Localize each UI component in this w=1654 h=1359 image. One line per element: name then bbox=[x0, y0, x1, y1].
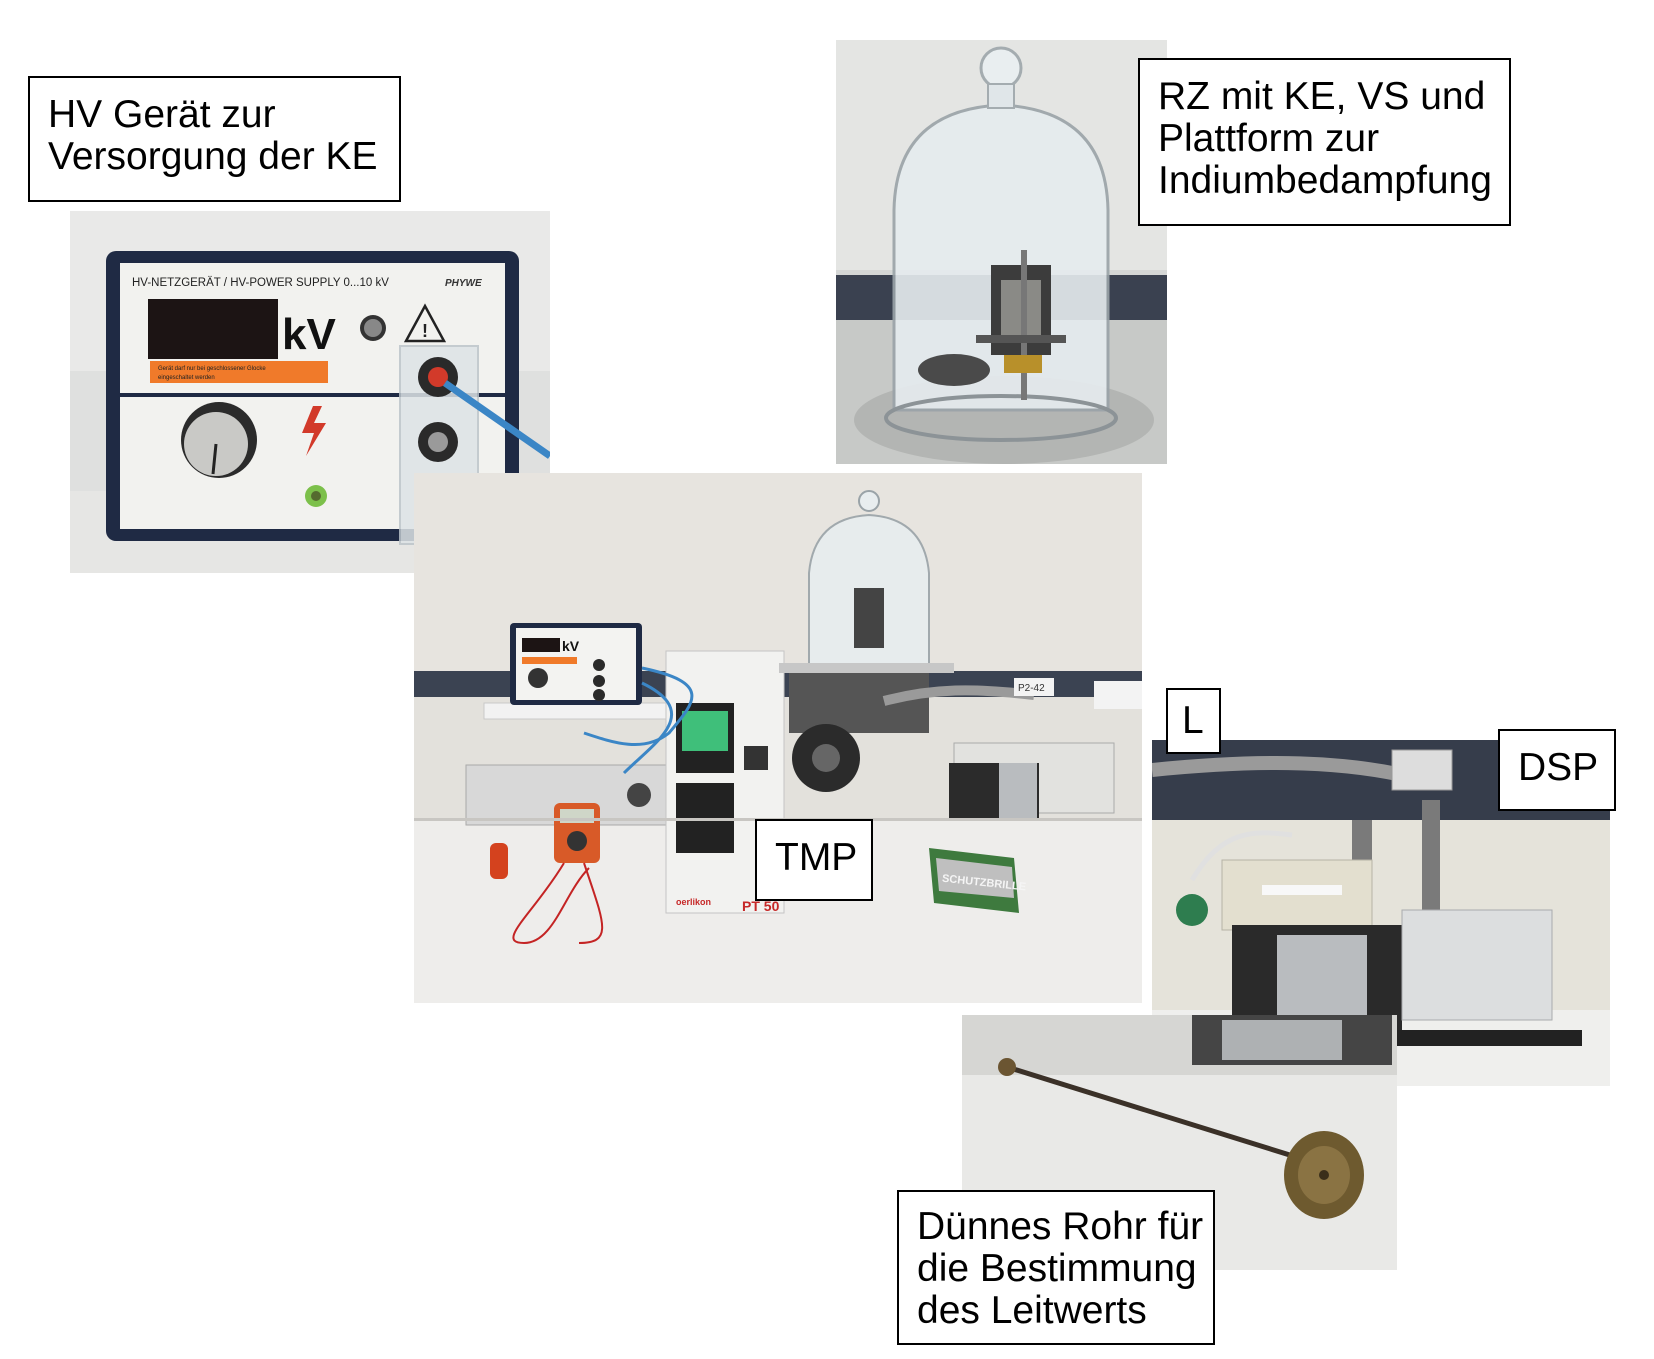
label-rohr-line1: Dünnes Rohr für bbox=[917, 1205, 1204, 1248]
hv-panel-title: HV-NETZGERÄT / HV-POWER SUPPLY 0...10 kV bbox=[132, 277, 389, 289]
label-rohr-line2: die Bestimmung bbox=[917, 1247, 1197, 1290]
phywe-logo: PHYWE bbox=[445, 278, 482, 289]
label-hv-line2: Versorgung der KE bbox=[48, 135, 378, 178]
kv-unit: kV bbox=[282, 310, 336, 359]
label-rohr-line3: des Leitwerts bbox=[917, 1289, 1147, 1332]
hv-warning-line1: Gerät darf nur bei geschlossener Glocke bbox=[158, 366, 266, 372]
room-tag: P2-42 bbox=[1018, 683, 1045, 694]
pump-model: PT 50 bbox=[742, 898, 780, 914]
svg-text:kV: kV bbox=[562, 638, 580, 654]
svg-text:!: ! bbox=[422, 321, 428, 341]
label-l: L bbox=[1166, 688, 1221, 754]
label-rz-line3: Indiumbedampfung bbox=[1158, 159, 1492, 202]
label-rz-line1: RZ mit KE, VS und bbox=[1158, 75, 1486, 118]
label-rz-line2: Plattform zur bbox=[1158, 117, 1380, 160]
label-tmp: TMP bbox=[755, 819, 873, 901]
label-dsp: DSP bbox=[1498, 729, 1616, 811]
label-dsp-text: DSP bbox=[1518, 746, 1599, 789]
photo-bell-jar bbox=[836, 40, 1167, 464]
label-l-text: L bbox=[1182, 699, 1204, 742]
label-thin-pipe: Dünnes Rohr für die Bestimmung des Leitw… bbox=[897, 1190, 1215, 1345]
label-tmp-text: TMP bbox=[775, 836, 858, 879]
label-recipient: RZ mit KE, VS und Plattform zur Indiumbe… bbox=[1138, 58, 1511, 226]
hv-warning-line2: eingeschaltet werden bbox=[158, 375, 215, 381]
photo-hv-power-supply: HV-NETZGERÄT / HV-POWER SUPPLY 0...10 kV… bbox=[70, 211, 550, 573]
pump-brand: oerlikon bbox=[676, 897, 711, 907]
photo-full-setup: kV oerlikon PT 50 P2-42 bbox=[414, 473, 1142, 1003]
label-hv-device: HV Gerät zur Versorgung der KE bbox=[28, 76, 401, 202]
label-hv-line1: HV Gerät zur bbox=[48, 93, 276, 136]
